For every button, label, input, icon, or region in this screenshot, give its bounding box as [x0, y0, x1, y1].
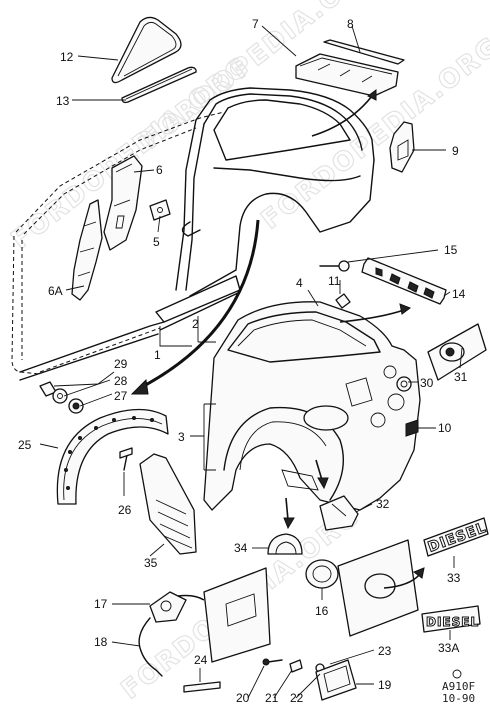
- callout-2: 2: [192, 317, 199, 331]
- callout-21: 21: [265, 691, 279, 705]
- callout-6a: 6A: [48, 284, 63, 298]
- callout-10: 10: [438, 421, 452, 435]
- callout-28: 28: [114, 374, 128, 388]
- callout-32: 32: [376, 497, 390, 511]
- part-trim-panel: [203, 567, 271, 663]
- part-inner-quarter-panel: [203, 301, 421, 511]
- callout-9: 9: [452, 144, 459, 158]
- callout-6: 6: [156, 163, 163, 177]
- callout-20: 20: [236, 691, 250, 705]
- stamp-date: 10-90: [442, 692, 475, 705]
- callout-12: 12: [60, 50, 74, 64]
- callout-33: 33: [447, 571, 461, 585]
- part-quarter-glass: [111, 16, 182, 84]
- part-bracket: [389, 121, 415, 173]
- callout-31: 31: [454, 370, 468, 384]
- callout-16: 16: [315, 604, 329, 618]
- callout-34: 34: [234, 541, 248, 555]
- watermark-text: FORDOPEDIA.ORG: [256, 31, 490, 235]
- callout-27: 27: [114, 389, 128, 403]
- part-nut: [405, 419, 419, 437]
- callout-26: 26: [118, 503, 132, 517]
- drawing-stamp: A910F 10-90: [442, 669, 475, 705]
- part-filler-housing: [427, 323, 487, 381]
- part-diesel-script-badge: DIESEL: [421, 605, 481, 633]
- part-diesel-badge: DIESEL: [423, 517, 489, 557]
- part-center-pillar: [103, 155, 143, 251]
- part-small-plate: [149, 199, 171, 221]
- part-grommet: [396, 376, 412, 392]
- callout-25: 25: [18, 438, 32, 452]
- part-clip: [319, 260, 351, 309]
- part-trim-moulding: [361, 257, 447, 305]
- part-screws: [262, 658, 325, 673]
- callout-13: 13: [56, 94, 70, 108]
- diesel-badge-text: DIESEL: [426, 520, 489, 556]
- part-reflector: [315, 659, 357, 701]
- transfer-arrows: [130, 89, 425, 601]
- callout-1: 1: [154, 348, 161, 362]
- part-trim-strip: [183, 681, 221, 693]
- callout-19: 19: [378, 678, 392, 692]
- leader-lines: [39, 25, 463, 699]
- callout-11: 11: [328, 274, 341, 288]
- part-lamp: [138, 591, 187, 677]
- callout-3: 3: [178, 430, 185, 444]
- callouts: 12 13 7 8 9 6 5 6A 2 1 4 11 15 14 31 30 …: [18, 17, 468, 705]
- part-rivet: [119, 447, 133, 471]
- callout-18: 18: [94, 635, 108, 649]
- callout-22: 22: [290, 691, 304, 705]
- callout-5: 5: [153, 235, 160, 249]
- callout-29: 29: [114, 357, 128, 371]
- callout-17: 17: [94, 597, 108, 611]
- callout-35: 35: [144, 556, 158, 570]
- callout-7: 7: [252, 17, 259, 31]
- part-roof-rail: [295, 39, 405, 97]
- part-splash-shield: [139, 453, 197, 555]
- callout-14: 14: [452, 287, 466, 301]
- callout-15: 15: [444, 243, 458, 257]
- callout-23: 23: [378, 644, 392, 658]
- callout-33a: 33A: [438, 641, 459, 655]
- part-wheel-arch-trim: [56, 408, 169, 505]
- callout-30: 30: [420, 376, 434, 390]
- callout-24: 24: [194, 653, 208, 667]
- part-filler-neck: [305, 539, 419, 637]
- part-mount-bracket: [319, 495, 359, 531]
- part-bump-stop: [267, 533, 303, 555]
- callout-4: 4: [296, 276, 303, 290]
- diesel-script-text: DIESEL: [426, 615, 479, 629]
- part-glass-seal: [121, 66, 197, 104]
- stamp-code: A910F: [442, 680, 475, 693]
- part-a-pillar: [71, 199, 103, 301]
- callout-8: 8: [347, 17, 354, 31]
- part-fasteners: [39, 381, 84, 414]
